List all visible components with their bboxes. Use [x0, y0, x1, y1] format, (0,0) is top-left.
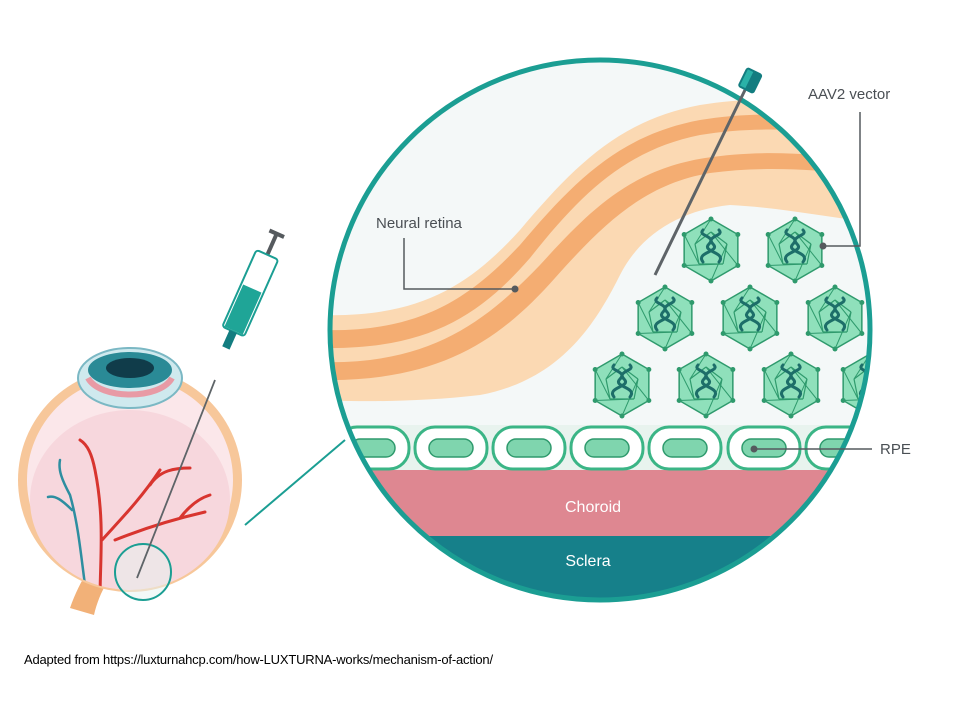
eye-illustration: [18, 347, 242, 615]
label-choroid: Choroid: [565, 499, 621, 516]
aav2-particle: [805, 284, 865, 352]
rpe-nucleus: [273, 439, 317, 457]
rpe-cell: [330, 425, 333, 471]
label-aav2-vector: AAV2 vector: [808, 86, 890, 103]
label-aav2-group: AAV2 vector: [808, 86, 890, 250]
label-rpe: RPE: [880, 441, 911, 458]
aav2-particle: [676, 351, 736, 419]
label-neural-retina: Neural retina: [376, 215, 463, 232]
aav2-particle: [761, 351, 821, 419]
label-neural-retina-group: Neural retina: [376, 215, 519, 293]
aav2-particle: [681, 216, 741, 284]
syringe: [136, 228, 285, 579]
rpe-nucleus: [584, 438, 630, 458]
aav2-particle: [765, 216, 825, 284]
neural-retina-layer: [330, 99, 870, 402]
zoom-connector: [244, 439, 346, 526]
label-sclera: Sclera: [565, 553, 610, 570]
target-circle: [114, 543, 172, 601]
sclera-layer: [330, 535, 870, 600]
label-rpe-group: RPE: [750, 441, 911, 458]
rpe-nucleus: [741, 438, 787, 458]
zoom-circle: [273, 57, 873, 603]
rpe-nucleus: [662, 438, 708, 458]
source-caption: Adapted from https://luxturnahcp.com/how…: [24, 652, 493, 667]
choroid-layer: [330, 470, 870, 536]
rpe-nucleus: [506, 438, 552, 458]
aav2-particle: [592, 351, 652, 419]
aav2-particle: [635, 284, 695, 352]
rpe-nucleus: [428, 438, 474, 458]
aav2-particle: [720, 284, 780, 352]
zoom-needle: [653, 67, 763, 276]
aav2-vectors: [592, 216, 870, 419]
